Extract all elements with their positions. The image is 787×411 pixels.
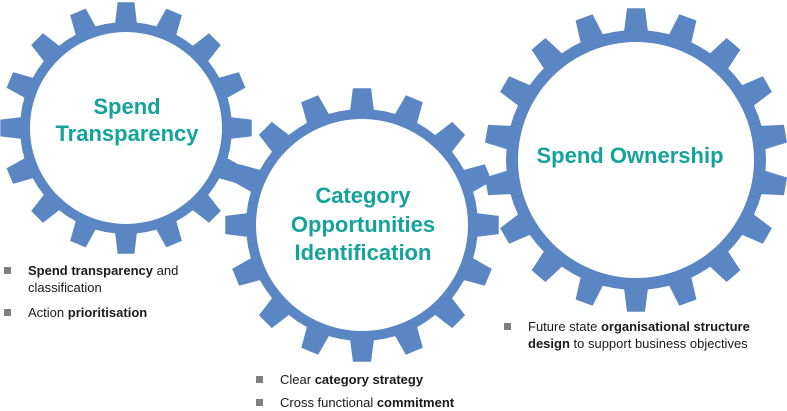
bullet-bold: Spend transparency	[28, 263, 153, 278]
bullet-text: Clear	[280, 372, 315, 387]
bullet-bold: category strategy	[314, 372, 424, 387]
bullet-bold: organisational structure design	[528, 319, 750, 351]
title-line: Spend Ownership	[536, 143, 724, 168]
spend-ownership-title: Spend Ownership	[520, 143, 740, 170]
bullet-text: Cross functional	[280, 395, 377, 410]
gear-spend-transparency-face	[30, 32, 222, 224]
title-line: Transparency	[55, 120, 199, 146]
gear-spend-ownership-face	[518, 42, 754, 278]
gear-category-opportunities-face	[256, 119, 468, 331]
list-item: Future state organisational structure de…	[504, 318, 784, 352]
bullet-text: Action	[28, 305, 68, 320]
bullet-text: to support business objectives	[569, 336, 748, 351]
bullet-text: Future state	[528, 319, 601, 334]
list-item: Cross functional commitment	[256, 394, 516, 411]
title-line: Opportunities	[290, 211, 436, 237]
spend-transparency-bullets: Spend transparency and classification Ac…	[4, 262, 214, 329]
category-opportunities-title: Category Opportunities Identification	[263, 182, 463, 268]
bullet-bold: commitment	[376, 395, 455, 410]
category-opportunities-bullets: Clear category strategy Cross functional…	[256, 371, 516, 411]
title-line: Identification	[294, 240, 432, 266]
spend-ownership-bullets: Future state organisational structure de…	[504, 318, 784, 360]
title-line: Spend	[93, 94, 161, 119]
spend-transparency-title: Spend Transparency	[32, 94, 222, 148]
title-line: Category	[315, 183, 411, 208]
bullet-text: and classification	[28, 263, 179, 295]
list-item: Action prioritisation	[4, 304, 214, 321]
list-item: Spend transparency and classification	[4, 262, 214, 296]
list-item: Clear category strategy	[256, 371, 516, 388]
bullet-bold: prioritisation	[67, 305, 148, 320]
